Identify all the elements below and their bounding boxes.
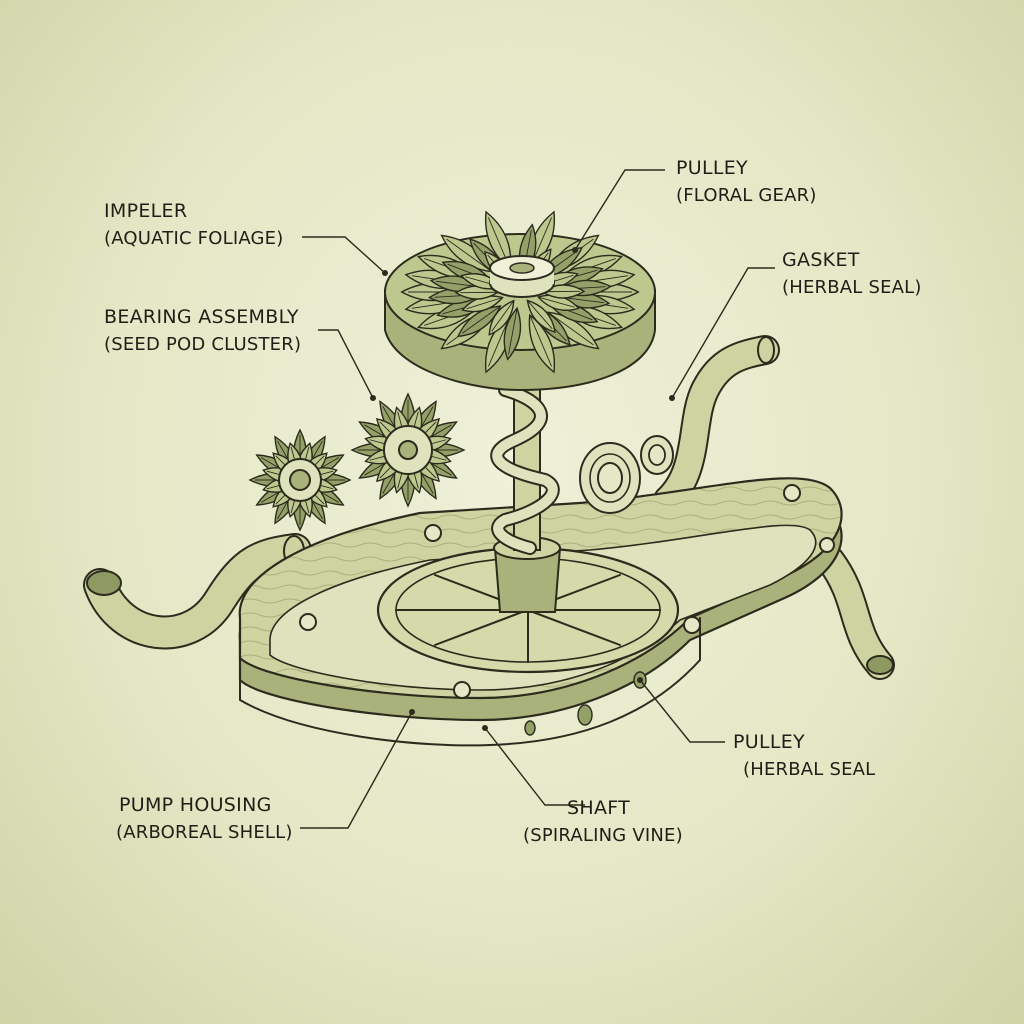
housing-title: PUMP HOUSING [119,794,272,816]
shaft-title: SHAFT [567,797,631,819]
ball-bearing-small [640,435,674,475]
impeller-title: IMPELER [104,200,188,222]
ball-bearing-large [579,442,641,514]
housing-label: PUMP HOUSING (ARBOREAL SHELL) [116,794,293,843]
shaft [490,359,560,555]
left-hose [83,533,312,650]
pump-housing [238,477,843,747]
bearing-flower-large [350,392,466,508]
gasket-subtitle: (HERBAL SEAL) [782,277,922,298]
leader-lines [300,169,775,829]
pulley-top-subtitle: (FLORAL GEAR) [676,185,817,206]
bearing-label: BEARING ASSEMBLY (SEED POD CLUSTER) [104,306,301,355]
pulley-bottom-subtitle: (HERBAL SEAL [743,759,876,780]
gasket-label: GASKET (HERBAL SEAL) [782,249,922,298]
bearing-flower-small [248,428,352,532]
pulley-bottom-label: PULLEY (HERBAL SEAL [733,731,875,780]
housing-subtitle: (ARBOREAL SHELL) [116,822,293,843]
impeller-label: IMPELER (AQUATIC FOLIAGE) [104,200,283,249]
right-hose [815,545,895,680]
shaft-label: SHAFT (SPIRALING VINE) [523,797,683,846]
pulley-bottom-title: PULLEY [733,731,805,753]
pulley-top-title: PULLEY [676,157,748,179]
shaft-subtitle: (SPIRALING VINE) [523,825,683,846]
gasket-title: GASKET [782,249,860,271]
gasket-hose [653,335,780,515]
bearing-title: BEARING ASSEMBLY [104,306,299,328]
impeller-subtitle: (AQUATIC FOLIAGE) [104,228,284,249]
pulley-top-label: PULLEY (FLORAL GEAR) [676,157,817,206]
bearing-subtitle: (SEED POD CLUSTER) [104,334,302,355]
impeller [384,210,656,392]
